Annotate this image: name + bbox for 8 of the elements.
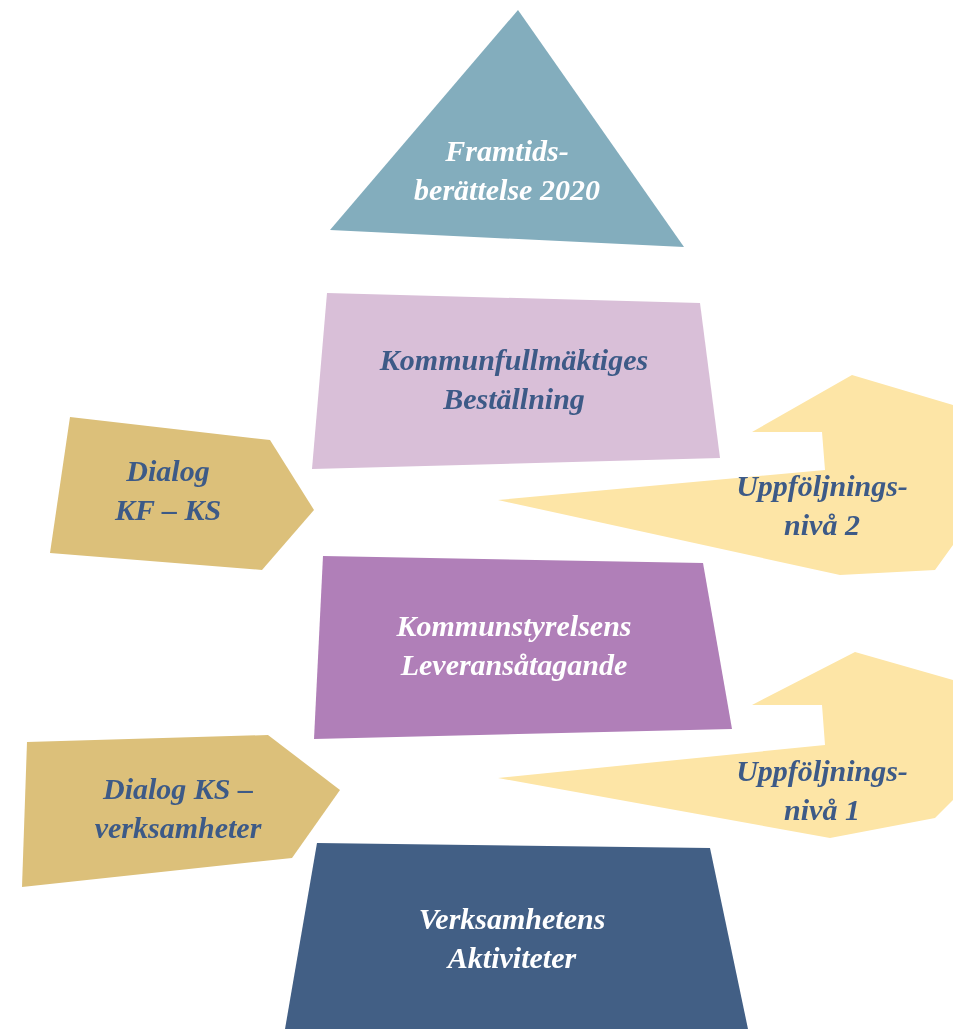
node-label: Verksamhetens Aktiviteter — [417, 901, 607, 976]
node-label: Kommunfullmäktiges Beställning — [378, 342, 650, 417]
node-label: Framtids- berättelse 2020 — [413, 133, 601, 208]
node-label: Dialog KF – KS — [113, 453, 223, 528]
node-label: Kommunstyrelsens Leveransåtagande — [395, 608, 633, 683]
node-label: Uppföljnings- nivå 1 — [735, 753, 909, 828]
node-label: Uppföljnings- nivå 2 — [735, 468, 909, 543]
node-label: Dialog KS – verksamheter — [93, 771, 263, 846]
